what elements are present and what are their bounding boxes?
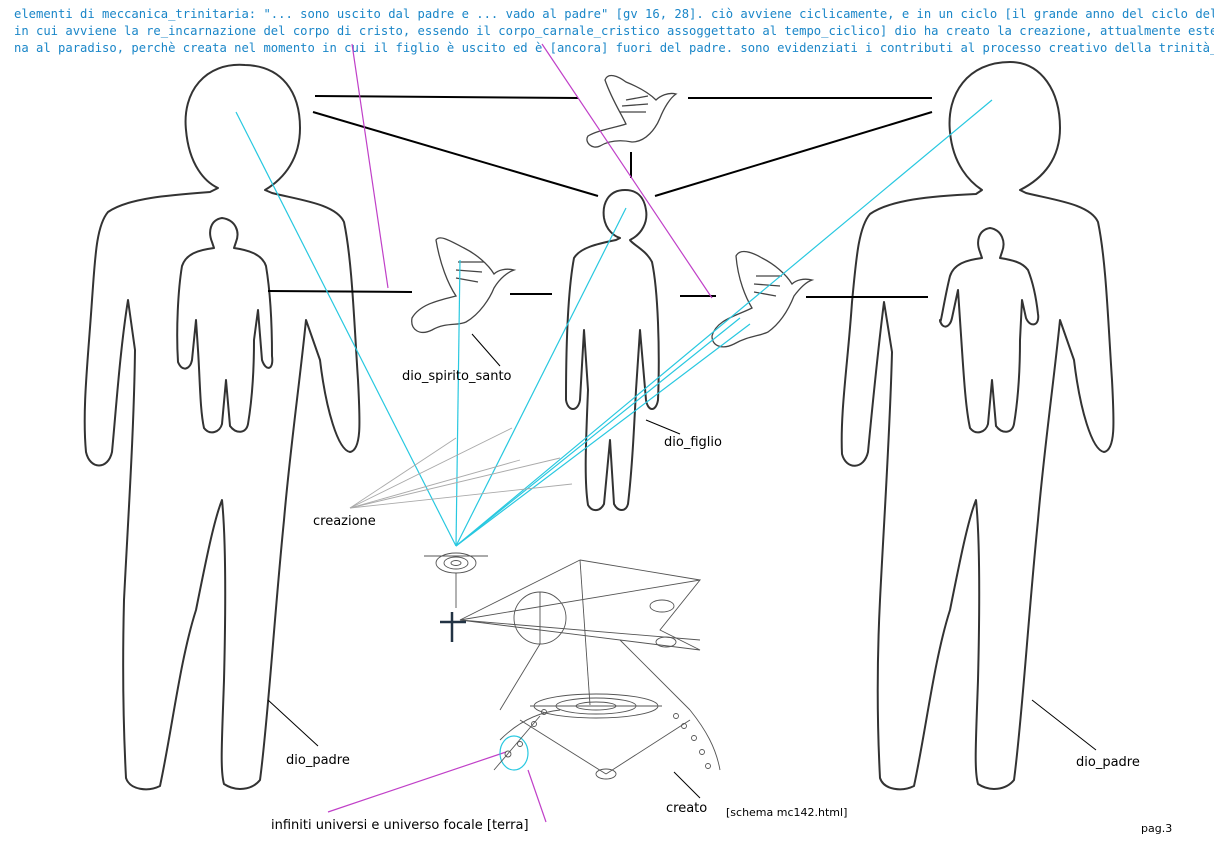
padre-left-inner-figure (176, 217, 274, 434)
label-schema-ref: [schema mc142.html] (726, 806, 848, 819)
dove-top-icon (586, 74, 678, 148)
label-creazione: creazione (313, 514, 376, 529)
header-line-1: elementi di meccanica_trinitaria: "... s… (14, 7, 1214, 21)
padre-right-inner-figure (939, 227, 1040, 434)
label-creato: creato (666, 801, 708, 816)
dove-spirito-icon (411, 237, 517, 333)
dove-right-icon (711, 250, 815, 348)
magenta-lines (327, 43, 713, 823)
label-dio-spirito-santo: dio_spirito_santo (402, 369, 512, 384)
label-dio-padre-left: dio_padre (286, 753, 350, 768)
label-dio-padre-right: dio_padre (1076, 755, 1140, 770)
figlio-figure (565, 189, 660, 512)
label-dio-figlio: dio_figlio (664, 435, 722, 450)
connector-lines (267, 95, 933, 298)
header-line-3: na al paradiso, perchè creata nel moment… (14, 41, 1214, 55)
header-text: elementi di meccanica_trinitaria: "... s… (14, 6, 1214, 57)
page-number: pag.3 (1141, 822, 1173, 835)
padre-left-figure (83, 63, 361, 791)
header-line-2: in cui avviene la re_incarnazione del co… (14, 24, 1214, 38)
creazione-rays (349, 427, 573, 509)
leader-lines (267, 333, 1097, 799)
cross-icon (440, 612, 466, 642)
padre-right-figure (840, 61, 1115, 791)
creato-sketch (424, 552, 721, 780)
label-infiniti-universi: infiniti universi e universo focale [ter… (271, 818, 529, 833)
